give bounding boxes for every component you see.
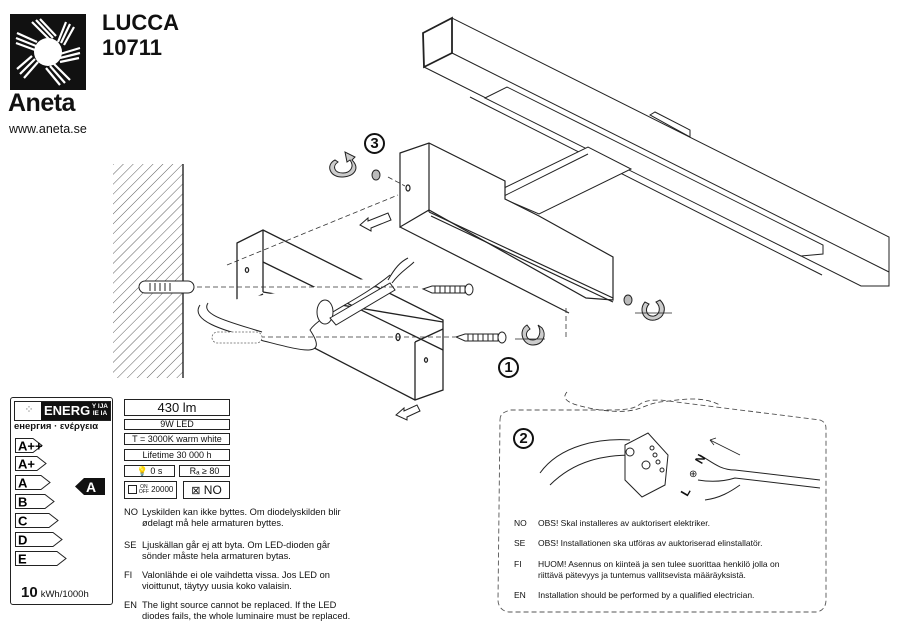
wiring-detail-frame: [497, 399, 827, 613]
wall-plug-lower: [211, 331, 263, 344]
note-language-code: EN: [514, 590, 526, 600]
luminaire-bar: [422, 16, 890, 287]
eu-flag-icon: ⁘: [24, 404, 34, 416]
rotate-icon: [515, 324, 545, 346]
wall: [113, 164, 184, 378]
warmup-bulb-icon: 💡: [136, 466, 148, 476]
spec-color-temp: T = 3000K warm white: [124, 433, 230, 445]
luminaire-cover: [399, 142, 614, 314]
starburst-logo-icon: [15, 18, 81, 86]
energy-rating-arrow: A: [75, 478, 105, 495]
spec-dimmable: ⊠ NO: [183, 481, 230, 499]
note-line: Ljuskällan går ej att byta. Om LED-diode…: [142, 540, 331, 550]
energy-class-arrow: A: [15, 475, 51, 491]
energy-class-arrow: A+: [15, 456, 47, 472]
energy-class-label: A++: [18, 439, 43, 454]
note-line: OBS! Installationen ska utföras av aukto…: [538, 538, 763, 548]
spec-warmup: 💡 0 s: [124, 465, 175, 477]
note-line: Lyskilden kan ikke byttes. Om diodelyski…: [142, 507, 341, 517]
energy-word: ENERG Y IJA IE IA: [41, 402, 110, 420]
note-language-code: EN: [124, 600, 137, 610]
energy-class-label: B: [18, 495, 27, 510]
note-line: OBS! Skal installeres av auktorisert ele…: [538, 518, 710, 528]
spec-lifetime: Lifetime 30 000 h: [124, 449, 230, 461]
switch-icon: [127, 485, 137, 495]
earth-ground-icon: ⊕: [689, 469, 698, 480]
note-language-code: FI: [124, 570, 133, 580]
mains-cable: [197, 257, 415, 351]
switch-cycles-value: 20000: [151, 485, 174, 494]
energy-class-label: A+: [18, 457, 35, 472]
brand-logo: [10, 14, 86, 90]
brand-name: Aneta: [8, 89, 75, 117]
consumption-value: 10: [21, 584, 38, 601]
note-language-code: FI: [514, 559, 522, 569]
step-2-marker: 2: [513, 428, 534, 449]
consumption-unit: kWh/1000h: [40, 589, 89, 600]
note-line: riittävä pätevyys ja tuntemus vallitsevi…: [538, 569, 746, 580]
energy-class-arrow: E: [15, 551, 67, 567]
spec-lumen: 430 lm: [124, 399, 230, 416]
energy-class-arrow: B: [15, 494, 55, 510]
step-1-marker: 1: [498, 357, 519, 378]
energy-class-label: C: [18, 514, 28, 529]
note-language-code: NO: [124, 507, 138, 517]
energy-suffix-2: IE IA: [92, 410, 108, 417]
wall-plug: [138, 280, 195, 294]
spec-cri: Rₐ ≥ 80: [179, 465, 230, 477]
rotate-icon: [329, 151, 357, 178]
note-line: HUOM! Asennus on kiinteä ja sen tulee su…: [538, 559, 780, 569]
note-line: sönder måste hela armaturen bytas.: [142, 551, 291, 561]
note-line: Valonlähde ei ole vaihdetta vissa. Jos L…: [142, 570, 330, 580]
energy-word-text: ENERG: [44, 403, 91, 418]
step-3-marker: 3: [364, 133, 385, 154]
direction-arrow-icon: [359, 212, 421, 421]
note-language-code: SE: [514, 538, 526, 548]
energy-class-label: A: [18, 476, 28, 491]
wall-screw: [421, 283, 474, 296]
switch-on-label: ON: [140, 483, 148, 490]
energy-class-arrow: D: [15, 532, 63, 548]
note-line: ødelagt må hele armaturen byttes.: [142, 518, 284, 528]
energy-class-label: E: [18, 552, 27, 567]
note-line: Installation should be performed by a qu…: [538, 590, 755, 600]
energy-multilingual: енергия · ενέργεια: [14, 421, 99, 432]
note-line: vioittunut, täytyy uusia koko valaisin.: [142, 581, 292, 591]
wall-screw-lower: [454, 331, 507, 344]
note-line: diodes fails, the whole luminaire must b…: [142, 611, 351, 621]
rotate-icon: [635, 299, 672, 321]
energy-class-arrow: A++: [15, 438, 43, 454]
energy-class-label: D: [18, 533, 27, 548]
energy-label: ⁘ ENERG Y IJA IE IA енергия · ενέργεια A…: [10, 397, 113, 605]
energy-suffix-1: Y IJA: [91, 403, 108, 410]
cover-screw: [371, 169, 633, 306]
spec-power: 9W LED: [124, 419, 230, 430]
not-dimmable-icon: ⊠: [191, 485, 201, 497]
energy-rating-value: A: [86, 479, 96, 495]
note-language-code: NO: [514, 518, 527, 528]
article-number: 10711: [102, 35, 162, 60]
energy-word-suffix: Y IJA IE IA: [92, 403, 108, 417]
warmup-value: 0 s: [150, 466, 163, 476]
note-language-code: SE: [124, 540, 137, 550]
dimmable-value: NO: [203, 483, 222, 497]
energy-label-header: ⁘ ENERG Y IJA IE IA: [14, 401, 111, 421]
switch-off-label: OFF: [138, 488, 149, 495]
terminal-block: [539, 432, 821, 501]
assembly-guides: [197, 176, 721, 412]
note-line: The light source cannot be replaced. If …: [142, 600, 337, 610]
brand-url: www.aneta.se: [9, 122, 87, 136]
product-name: LUCCA: [102, 10, 179, 35]
product-title: LUCCA 10711: [102, 10, 179, 60]
energy-class-arrow: C: [15, 513, 59, 529]
